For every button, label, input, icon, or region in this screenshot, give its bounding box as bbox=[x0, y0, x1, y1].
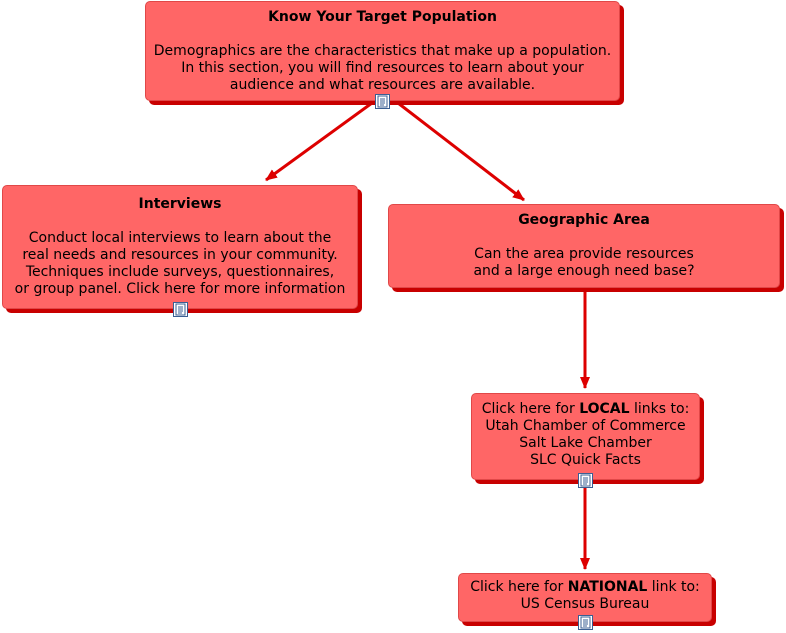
document-icon[interactable] bbox=[375, 94, 390, 109]
national-link-heading: Click here for NATIONAL link to: bbox=[459, 579, 711, 596]
target-population-node[interactable]: Know Your Target Population Demographics… bbox=[145, 1, 620, 101]
geographic-area-text-1: Can the area provide resources bbox=[474, 246, 694, 262]
target-population-text-3: audience and what resources are availabl… bbox=[229, 77, 536, 93]
local-links-emphasis: LOCAL bbox=[579, 401, 630, 417]
interviews-text-1: Conduct local interviews to learn about … bbox=[28, 230, 332, 246]
local-link-utah-chamber: Utah Chamber of Commerce bbox=[485, 418, 686, 434]
document-icon[interactable] bbox=[578, 473, 593, 488]
edge-target-to-geographic bbox=[397, 101, 525, 202]
local-link-salt-lake-chamber: Salt Lake Chamber bbox=[519, 435, 652, 451]
document-icon[interactable] bbox=[578, 615, 593, 630]
interviews-text-3: Techniques include surveys, questionnair… bbox=[25, 264, 335, 280]
local-links-prefix: Click here for bbox=[481, 401, 580, 417]
interviews-node[interactable]: Interviews Conduct local interviews to l… bbox=[2, 185, 358, 309]
local-links-node[interactable]: Click here for LOCAL links to: Utah Cham… bbox=[471, 393, 700, 480]
geographic-area-title: Geographic Area bbox=[518, 212, 650, 228]
local-links-heading: Click here for LOCAL links to: bbox=[472, 401, 699, 418]
interviews-title: Interviews bbox=[138, 196, 222, 212]
national-link-us-census: US Census Bureau bbox=[520, 596, 650, 612]
document-icon[interactable] bbox=[173, 302, 188, 317]
national-link-emphasis: NATIONAL bbox=[567, 579, 648, 595]
national-link-suffix: link to: bbox=[647, 579, 700, 595]
target-population-text-1: Demographics are the characteristics tha… bbox=[153, 43, 612, 59]
target-population-text-2: In this section, you will find resources… bbox=[181, 60, 584, 76]
geographic-area-node[interactable]: Geographic Area Can the area provide res… bbox=[388, 204, 780, 288]
national-link-prefix: Click here for bbox=[470, 579, 568, 595]
interviews-text-2: real needs and resources in your communi… bbox=[22, 247, 338, 263]
edge-target-to-interviews bbox=[265, 101, 373, 182]
interviews-text-4: or group panel. Click here for more info… bbox=[14, 281, 346, 297]
local-links-suffix: links to: bbox=[629, 401, 690, 417]
local-link-slc-quick-facts: SLC Quick Facts bbox=[530, 452, 641, 468]
target-population-title: Know Your Target Population bbox=[268, 9, 497, 25]
geographic-area-text-2: and a large enough need base? bbox=[473, 263, 695, 279]
national-link-node[interactable]: Click here for NATIONAL link to: US Cens… bbox=[458, 573, 712, 622]
